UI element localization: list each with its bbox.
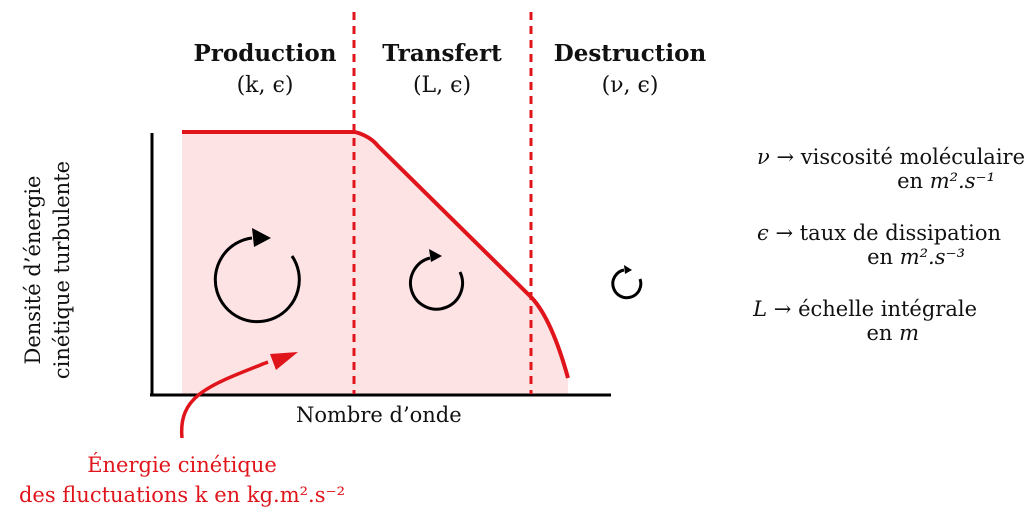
energy-fill-area — [182, 132, 568, 394]
legend-text: taux de dissipation — [799, 221, 1001, 245]
energy-annotation-line1: Énergie cinétique — [87, 453, 277, 477]
legend: ν → viscosité moléculaire en m².s⁻¹ ϵ → … — [700, 145, 1025, 345]
legend-item-epsilon: ϵ → taux de dissipation en m².s⁻³ — [700, 221, 1025, 269]
x-axis-label: Nombre d’onde — [296, 403, 462, 427]
energy-spectrum-curve — [182, 130, 570, 379]
legend-item-L: L → échelle intégrale en m — [700, 297, 1025, 345]
legend-arrow: → — [775, 221, 794, 245]
annotation-arrow — [179, 352, 298, 439]
energy-annotation-line2: des fluctuations k en kg.m².s⁻² — [18, 483, 346, 507]
y-axis-label: Densité d’énergie cinétique turbulente — [19, 140, 77, 400]
energy-annotation: Énergie cinétique des fluctuations k en … — [2, 450, 362, 510]
region-title-production: Production — [193, 40, 337, 67]
legend-item-nu: ν → viscosité moléculaire en m².s⁻¹ — [700, 145, 1025, 193]
legend-unit: m².s⁻³ — [899, 245, 965, 269]
region-title-transfert: Transfert — [382, 40, 502, 67]
region-title-destruction: Destruction — [553, 40, 707, 67]
legend-symbol: ν — [757, 145, 770, 169]
legend-arrow: → — [776, 145, 795, 169]
legend-symbol: L — [753, 297, 768, 321]
y-axis-label-line1: Densité d’énergie — [21, 175, 45, 365]
legend-unit: m².s⁻¹ — [929, 169, 995, 193]
legend-text: échelle intégrale — [798, 297, 977, 321]
legend-symbol: ϵ — [756, 221, 769, 245]
eddy-medium-icon — [409, 249, 464, 311]
y-axis-label-line2: cinétique turbulente — [50, 160, 74, 380]
legend-unit-prefix: en — [897, 169, 924, 193]
legend-text: viscosité moléculaire — [800, 145, 1025, 169]
region-params-transfert: (L, ϵ) — [412, 73, 472, 98]
legend-unit-prefix: en — [867, 245, 894, 269]
legend-unit-prefix: en — [866, 321, 893, 345]
eddy-small-icon — [611, 265, 643, 300]
legend-unit: m — [899, 321, 919, 345]
eddy-large-icon — [213, 228, 301, 324]
legend-arrow: → — [773, 297, 792, 321]
region-params-production: (k, ϵ) — [236, 73, 294, 98]
region-params-destruction: (ν, ϵ) — [601, 73, 659, 98]
